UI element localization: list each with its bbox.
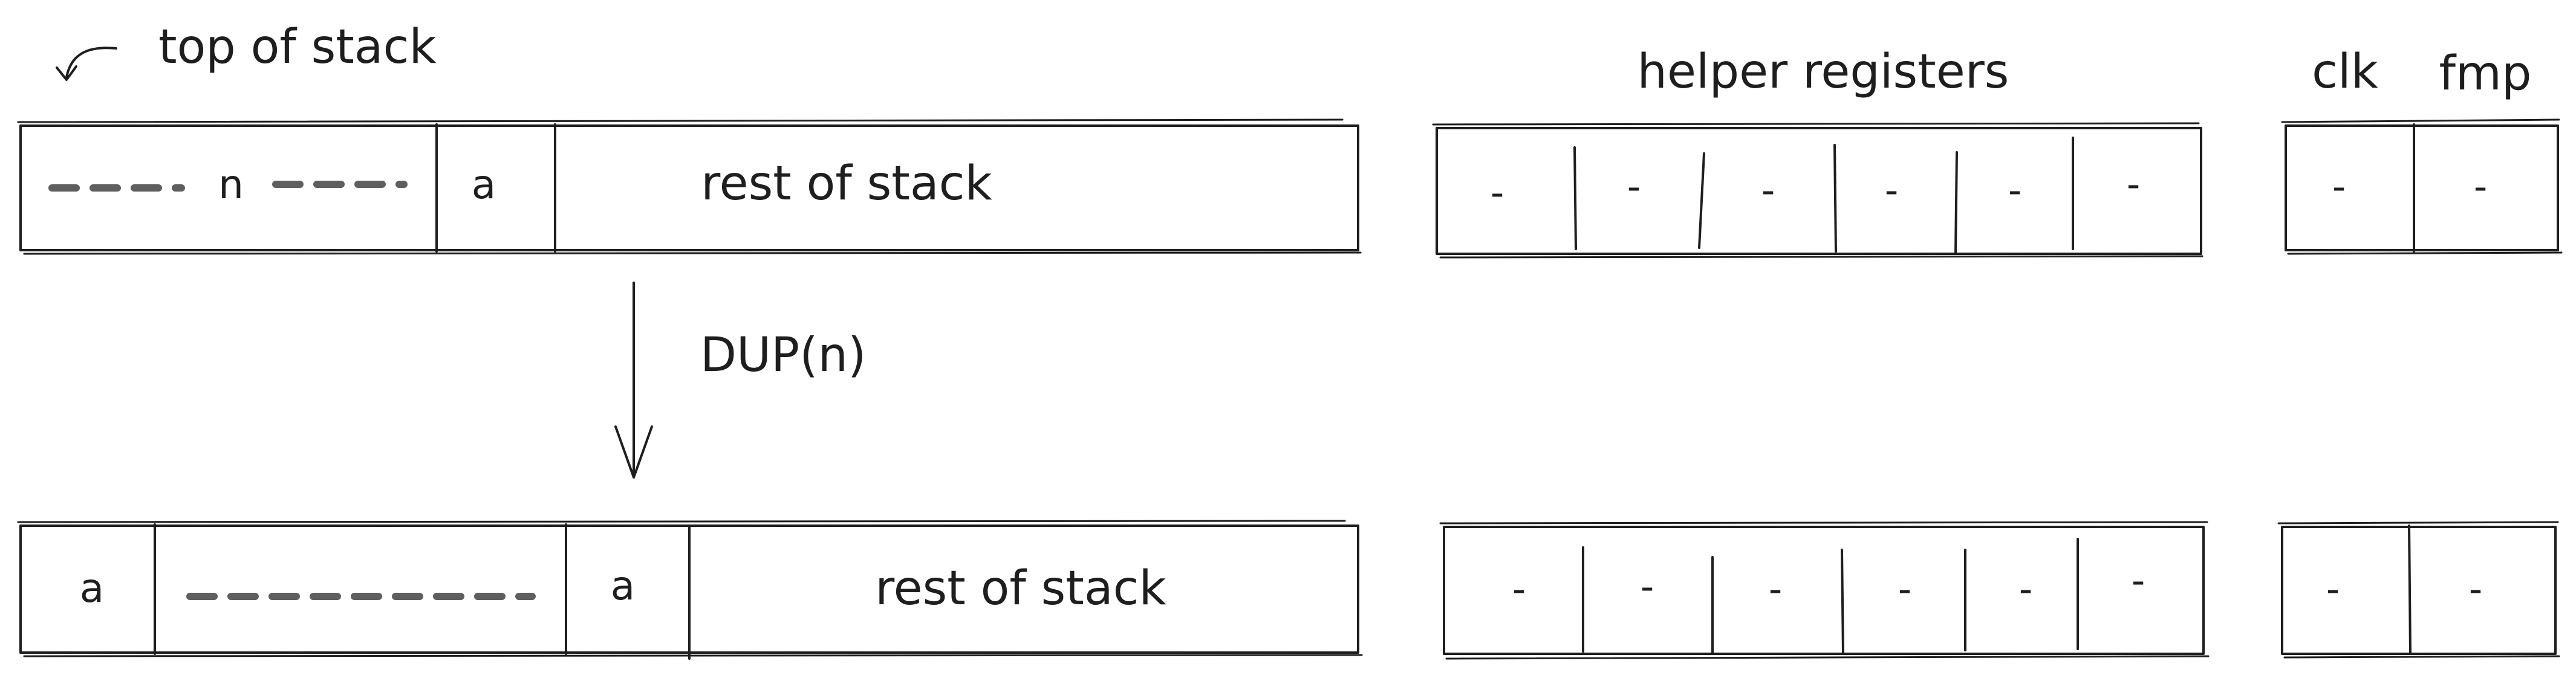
helper-register-value: - (2127, 162, 2140, 206)
stack-before: n a rest of stack (17, 118, 1362, 255)
clk-fmp-before-frame (2285, 124, 2559, 251)
fmp-value: - (2469, 567, 2482, 611)
stack-before-frame (19, 124, 1359, 251)
helper-registers-after: - - - - - - (1439, 521, 2210, 660)
clk-fmp-after-frame (2281, 526, 2557, 655)
helper-register-value: - (1641, 564, 1654, 608)
helper-register-value: - (1761, 168, 1775, 212)
helper-registers-before: - - - - - - (1432, 122, 2204, 259)
helper-registers-after-frame (1443, 526, 2205, 655)
rest-of-stack-label: rest of stack (875, 561, 1166, 616)
stack-cell-a: a (472, 161, 496, 208)
helper-register-value: - (1627, 164, 1641, 208)
stack-cell-n: n (218, 161, 244, 208)
helper-register-value: - (2019, 567, 2032, 611)
clk-value: - (2332, 164, 2346, 208)
helper-register-value: - (1885, 168, 1898, 212)
top-of-stack-annotation: top of stack (56, 20, 437, 81)
clk-label: clk (2312, 45, 2378, 99)
helper-registers-label: helper registers (1638, 45, 2009, 99)
down-arrow-icon (614, 282, 653, 479)
helper-register-value: - (1898, 567, 1911, 611)
clk-value: - (2326, 567, 2340, 611)
curved-pointer-arrow-icon (56, 47, 117, 81)
top-of-stack-label: top of stack (158, 20, 437, 74)
fmp-label: fmp (2439, 47, 2532, 101)
dup-transition: DUP(n) (614, 282, 867, 479)
fmp-value: - (2474, 164, 2487, 208)
helper-register-value: - (1491, 170, 1504, 215)
stack-cell-a-top: a (80, 565, 104, 612)
helper-register-value: - (2132, 558, 2145, 602)
helper-register-value: - (1769, 567, 1782, 611)
rest-of-stack-label: rest of stack (701, 157, 992, 211)
helper-registers-before-frame (1436, 127, 2202, 255)
clk-fmp-after: - - (2277, 521, 2560, 659)
clk-fmp-before: - - (2281, 118, 2563, 255)
clk-fmp-divider (2408, 524, 2412, 655)
helper-register-value: - (1512, 567, 1526, 611)
stack-after: a a rest of stack (17, 520, 1363, 660)
operation-label: DUP(n) (700, 328, 867, 382)
stack-cell-a: a (611, 563, 635, 609)
helper-register-value: - (2008, 168, 2021, 212)
